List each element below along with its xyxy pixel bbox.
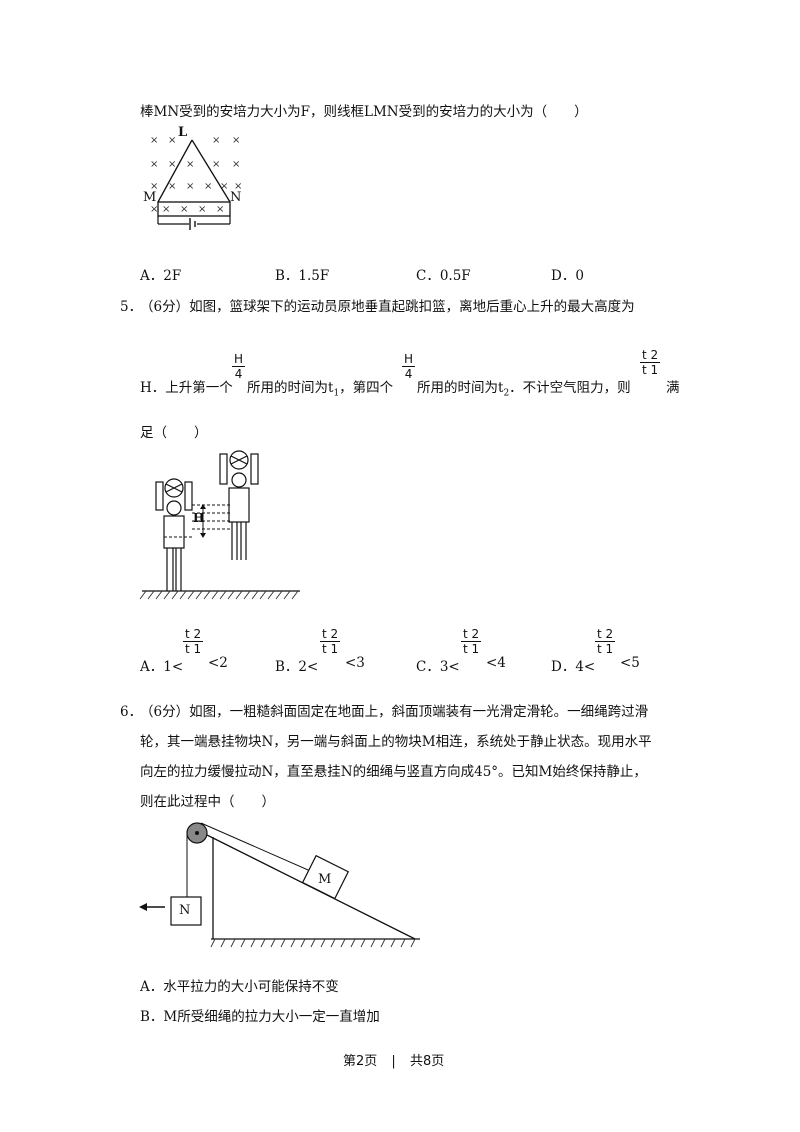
subscript-1: 1: [333, 388, 340, 399]
q6-option-b: B．M所受细绳的拉力大小一定一直增加: [140, 1009, 380, 1025]
q6-option-a: A．水平拉力的大小可能保持不变: [140, 979, 339, 995]
footer-total-pages: 共8页: [409, 1054, 445, 1069]
q4-stem: 棒MN受到的安培力大小为F，则线框LMN受到的安培力的大小为（ ）: [140, 104, 588, 120]
q5-fraction-t2-over-t1: t 2 t 1: [640, 348, 661, 377]
svg-text:×: ×: [168, 135, 176, 146]
q4-option-c: C．0.5F: [416, 268, 471, 284]
q5-option-c-fraction: t 2 t 1: [461, 627, 482, 656]
q5-line2-d-text: 所用的时间为t: [417, 380, 504, 396]
q5-number: 5．: [120, 299, 143, 315]
q5-line2-b: 所用的时间为t1，第四个: [247, 376, 393, 399]
subscript-2: 2: [503, 388, 510, 399]
q5-line2-e-text: ．不计空气阻力，则: [509, 380, 631, 396]
q5-option-a-fraction: t 2 t 1: [183, 627, 204, 656]
q5-option-b-post: <3: [345, 655, 365, 671]
q6-number: 6．: [120, 704, 143, 720]
q5-option-d: D．4<: [551, 655, 595, 675]
q5-line2-a: H．上升第一个: [140, 380, 233, 396]
svg-text:×: ×: [150, 159, 158, 170]
fraction-numerator: t 2: [595, 627, 616, 642]
svg-text:×: ×: [150, 181, 158, 192]
fraction-numerator: t 2: [461, 627, 482, 642]
q6-figure: [139, 822, 420, 948]
q5-option-a-post: <2: [208, 655, 228, 671]
q5-fraction-H-over-4-fourth: H 4: [402, 352, 416, 381]
page-footer: 第2页 | 共8页: [343, 1050, 444, 1069]
footer-page-number: 第2页: [343, 1054, 378, 1069]
q5-line1: （6分）如图，篮球架下的运动员原地垂直起跳扣篮，离地后重心上升的最大高度为: [140, 299, 635, 315]
q5-option-d-post: <5: [620, 655, 640, 671]
fraction-denominator: 4: [234, 367, 243, 381]
q5-label-H: H: [193, 511, 205, 525]
q4-option-a: A．2F: [140, 268, 182, 284]
q5-option-b-fraction: t 2 t 1: [320, 627, 341, 656]
svg-text:×: ×: [220, 181, 228, 192]
svg-text:×: ×: [232, 135, 240, 146]
q6-label-M: M: [318, 872, 332, 887]
q5-option-a-pre: A．1<: [140, 659, 184, 675]
q5-option-c-pre: C．3<: [416, 659, 460, 675]
svg-text:×: ×: [198, 204, 206, 215]
svg-text:×: ×: [150, 204, 158, 215]
fraction-denominator: t 1: [597, 642, 614, 656]
q5-option-c-post: <4: [486, 655, 506, 671]
q6-line1: （6分）如图，一粗糙斜面固定在地面上，斜面顶端装有一光滑定滑轮。一细绳跨过滑: [140, 704, 649, 720]
fraction-denominator: t 1: [463, 642, 480, 656]
q5-option-d-fraction: t 2 t 1: [595, 627, 616, 656]
q4-option-d: D．0: [551, 268, 584, 284]
svg-text:×: ×: [212, 135, 220, 146]
svg-text:×: ×: [234, 181, 242, 192]
q6-line2: 轮，其一端悬挂物块N，另一端与斜面上的物块M相连，系统处于静止状态。现用水平: [140, 734, 652, 750]
q5-option-d-pre: D．4<: [551, 659, 596, 675]
q6-label-N: N: [179, 903, 191, 918]
q5-option-b-pre: B．2<: [275, 659, 319, 675]
q4-option-b: B．1.5F: [275, 268, 330, 284]
q6-line3: 向左的拉力缓慢拉动N，直至悬挂N的细绳与竖直方向成45°。已知M始终保持静止，: [140, 764, 647, 780]
svg-text:×: ×: [150, 135, 158, 146]
q5-line2-f: 满: [666, 380, 680, 396]
svg-text:×: ×: [168, 159, 176, 170]
q5-option-a: A．1<: [140, 655, 183, 675]
svg-text:×: ×: [162, 204, 170, 215]
svg-text:×: ×: [186, 181, 194, 192]
svg-text:×: ×: [168, 181, 176, 192]
fraction-denominator: 4: [404, 367, 413, 381]
fraction-denominator: t 1: [642, 363, 659, 377]
q5-line3: 足（ ）: [140, 425, 208, 441]
q5-option-b: B．2<: [275, 655, 318, 675]
q4-label-L: L: [178, 125, 188, 140]
footer-separator: |: [391, 1054, 396, 1069]
q5-line2-d: 所用的时间为t2．不计空气阻力，则: [417, 376, 631, 399]
svg-text:×: ×: [180, 204, 188, 215]
q4-label-N: N: [230, 190, 242, 205]
fraction-numerator: t 2: [640, 348, 661, 363]
q4-label-M: M: [143, 190, 157, 205]
q6-line4: 则在此过程中（ ）: [140, 794, 275, 810]
fraction-numerator: H: [232, 352, 246, 367]
fraction-denominator: t 1: [185, 642, 202, 656]
svg-text:×: ×: [204, 181, 212, 192]
q5-line2-c-text: ，第四个: [339, 380, 394, 396]
q5-figure: [139, 450, 300, 600]
fraction-denominator: t 1: [322, 642, 339, 656]
svg-text:×: ×: [232, 159, 240, 170]
fraction-numerator: t 2: [183, 627, 204, 642]
svg-text:×: ×: [186, 159, 194, 170]
svg-text:×: ×: [216, 204, 224, 215]
q5-line2-b-text: 所用的时间为t: [247, 380, 334, 396]
q4-figure: ×××× ××××× ×××××× ×××× ×: [150, 135, 242, 230]
svg-text:×: ×: [212, 159, 220, 170]
q5-option-c: C．3<: [416, 655, 460, 675]
fraction-numerator: H: [402, 352, 416, 367]
q5-fraction-H-over-4-first: H 4: [232, 352, 246, 381]
fraction-numerator: t 2: [320, 627, 341, 642]
